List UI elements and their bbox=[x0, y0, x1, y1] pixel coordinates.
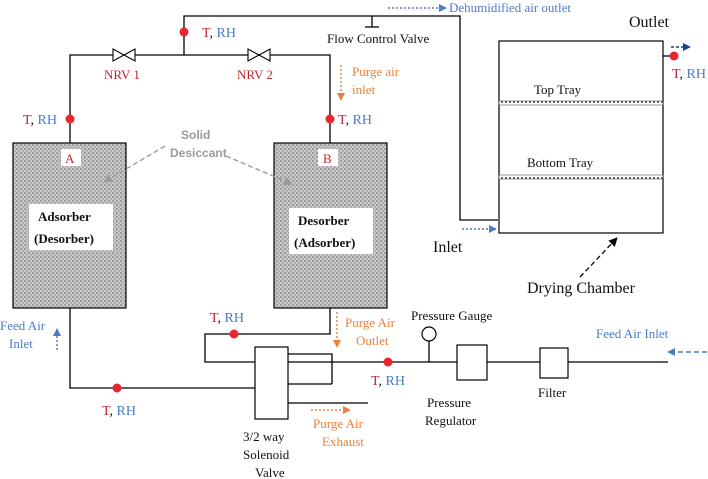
flow-control-valve bbox=[365, 16, 379, 28]
sensor-point-column-a bbox=[65, 114, 75, 124]
inlet-label: Inlet bbox=[433, 239, 463, 256]
sensor-label-column-b-top: T, RH bbox=[338, 113, 372, 128]
solid-desiccant-label-2: Desiccant bbox=[170, 146, 227, 160]
desiccant-arrow-right bbox=[225, 155, 293, 186]
nrv2-valve-icon bbox=[247, 48, 271, 62]
purge-air-exhaust-label-2: Exhaust bbox=[322, 434, 364, 449]
sensor-label-top: T, RH bbox=[202, 26, 236, 41]
svg-text:T, RH: T, RH bbox=[338, 113, 372, 128]
sensor-point-top bbox=[179, 27, 189, 37]
sensor-point-chamber-outlet bbox=[669, 51, 679, 61]
purge-air-outlet-label-1: Purge Air bbox=[345, 315, 396, 330]
bottom-tray bbox=[498, 174, 664, 180]
nrv1-valve-icon bbox=[112, 48, 136, 62]
solenoid-label-2: Solenoid bbox=[243, 447, 290, 462]
sensor-point-column-b bbox=[325, 114, 335, 124]
desorber-label-box bbox=[289, 208, 373, 254]
column-b-tag: B bbox=[323, 151, 332, 166]
nrv2-label: NRV 2 bbox=[237, 67, 273, 82]
feed-air-inlet-left-label-1: Feed Air bbox=[0, 318, 46, 333]
solenoid-label-3: Valve bbox=[255, 465, 285, 479]
pressure-regulator bbox=[456, 344, 488, 381]
desorber-label-2: (Adsorber) bbox=[294, 235, 355, 250]
sensor-point-purge-outlet bbox=[229, 329, 239, 339]
top-tray-label: Top Tray bbox=[534, 82, 582, 97]
drying-chamber-arrow bbox=[579, 237, 618, 278]
svg-text:T, RH: T, RH bbox=[23, 113, 57, 128]
sensor-label-purge-outlet: T, RH bbox=[210, 311, 244, 326]
sensor-point-bottom-left bbox=[112, 383, 122, 393]
purge-air-outlet-label-2: Outlet bbox=[356, 333, 389, 348]
desiccant-arrow-left bbox=[103, 145, 166, 183]
pressure-gauge bbox=[421, 326, 437, 342]
adsorber-label-box bbox=[29, 204, 113, 250]
column-a-tag: A bbox=[65, 151, 75, 166]
svg-text:T, RH: T, RH bbox=[210, 311, 244, 326]
outlet-label: Outlet bbox=[629, 14, 670, 31]
svg-text:T, RH: T, RH bbox=[102, 404, 136, 419]
drying-chamber bbox=[498, 40, 664, 234]
sensor-point-feed-line bbox=[383, 357, 393, 367]
drying-chamber-label: Drying Chamber bbox=[527, 280, 636, 297]
filter bbox=[539, 347, 569, 379]
svg-text:T, RH: T, RH bbox=[202, 26, 236, 41]
filter-label: Filter bbox=[538, 385, 567, 400]
svg-text:T, RH: T, RH bbox=[672, 67, 706, 82]
column-a-tag-box bbox=[61, 149, 81, 166]
svg-text:T, RH: T, RH bbox=[371, 374, 405, 389]
pressure-gauge-label: Pressure Gauge bbox=[411, 308, 492, 323]
column-b-tag-box bbox=[318, 149, 338, 166]
feed-air-inlet-right-label: Feed Air Inlet bbox=[596, 326, 669, 341]
sensor-points bbox=[65, 27, 679, 393]
top-tray bbox=[498, 100, 664, 106]
bottom-tray-label: Bottom Tray bbox=[527, 155, 594, 170]
sensor-label-column-a-top: T, RH bbox=[23, 113, 57, 128]
purge-air-exhaust-label-1: Purge Air bbox=[313, 416, 364, 431]
adsorber-label-1: Adsorber bbox=[38, 209, 91, 224]
solenoid-valve bbox=[254, 346, 289, 420]
nrv1-label: NRV 1 bbox=[104, 67, 140, 82]
purge-air-inlet-label-2: inlet bbox=[352, 82, 375, 97]
flow-control-valve-label: Flow Control Valve bbox=[327, 31, 430, 46]
sensor-label-feed-line: T, RH bbox=[371, 374, 405, 389]
sensor-label-chamber-outlet: T, RH bbox=[672, 67, 706, 82]
pressure-regulator-label-1: Pressure bbox=[427, 395, 471, 410]
purge-air-inlet-label-1: Purge air bbox=[352, 64, 400, 79]
desorber-label-1: Desorber bbox=[298, 213, 349, 228]
solenoid-label-1: 3/2 way bbox=[243, 429, 285, 444]
feed-air-inlet-left-label-2: Inlet bbox=[9, 336, 33, 351]
solid-desiccant-label-1: Solid bbox=[181, 128, 210, 142]
sensor-label-bottom-left: T, RH bbox=[102, 404, 136, 419]
adsorber-label-2: (Desorber) bbox=[34, 231, 94, 246]
dehumidified-outlet-label: Dehumidified air outlet bbox=[449, 0, 571, 15]
pressure-regulator-label-2: Regulator bbox=[425, 413, 477, 428]
